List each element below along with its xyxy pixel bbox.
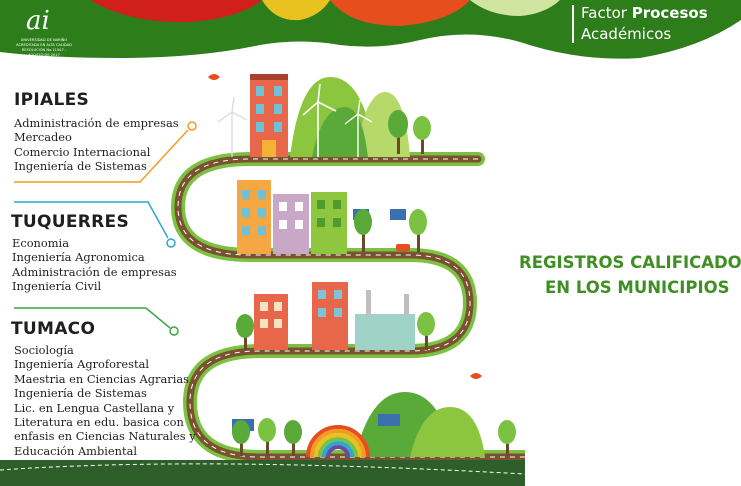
registros-title: REGISTROS CALIFICADOS EN LOS MUNICIPIOS <box>519 250 741 300</box>
lower-level-scene <box>236 282 435 350</box>
program-item: Ingeniería Civil <box>12 279 102 294</box>
logo-sub-line-3: RESOLUCIÓN No.11547 - AGOSTO DE 2017 <box>21 48 67 57</box>
university-logo: ai UNIVERSIDAD DE NARIÑO ACREDITADA EN A… <box>14 6 74 57</box>
tuquerres-leader <box>14 201 169 239</box>
registros-line-2: EN LOS MUNICIPIOS <box>545 278 730 297</box>
registros-clip: REGISTROS CALIFICADOS EN LOS MUNICIPIOS <box>519 250 741 310</box>
program-item: Mercadeo <box>14 130 72 145</box>
bottom-band <box>0 460 525 486</box>
program-item: Administración de empresas <box>12 264 177 279</box>
middle-level-scene <box>237 180 427 254</box>
program-item: Maestria en Ciencias Agrarias <box>14 371 190 386</box>
municipio-title-tumaco: TUMACO <box>11 319 96 339</box>
program-item: enfasis en Ciencias Naturales y <box>14 429 196 444</box>
logo-sub-line-1: UNIVERSIDAD DE NARIÑO <box>20 38 68 42</box>
header-background <box>0 0 741 59</box>
bottom-level-scene <box>232 373 516 458</box>
program-item: Literatura en edu. basica con <box>14 415 184 430</box>
factor-bold: Procesos <box>631 4 708 22</box>
logo-subtitle: UNIVERSIDAD DE NARIÑO ACREDITADA EN ALTA… <box>14 38 74 58</box>
tumaco-leader <box>14 307 171 329</box>
header-banner: ai UNIVERSIDAD DE NARIÑO ACREDITADA EN A… <box>0 0 741 62</box>
program-item: Comercio Internacional <box>14 144 151 159</box>
factor-line-1: Factor Procesos <box>581 4 708 22</box>
municipio-title-ipiales: IPIALES <box>14 90 90 110</box>
program-item: Ingeniería de Sistemas <box>14 386 147 401</box>
program-item: Educación Ambiental <box>14 443 137 458</box>
program-item: Administración de empresas <box>14 116 179 130</box>
top-level-scene <box>208 74 431 157</box>
factor-light: Factor <box>581 4 627 22</box>
program-list-tumaco: Sociología Ingeniería Agroforestal Maest… <box>14 343 196 458</box>
municipio-title-tuquerres: TUQUERRES <box>11 212 130 232</box>
factor-line-2: Académicos <box>581 25 672 43</box>
program-item: Ingeniería Agronomica <box>12 250 145 265</box>
program-list-tuquerres: Economia Ingeniería Agronomica Administr… <box>12 236 177 294</box>
program-item: Ingeniería de Sistemas <box>14 159 147 174</box>
program-item: Ingeniería Agroforestal <box>14 357 150 372</box>
program-item: Lic. en Lengua Castellana y <box>14 400 175 415</box>
program-item: Sociología <box>14 343 74 357</box>
registros-line-1: REGISTROS CALIFICADOS <box>519 253 741 272</box>
program-item: Economia <box>12 236 69 250</box>
factor-divider <box>572 5 574 43</box>
logo-sub-line-2: ACREDITADA EN ALTA CALIDAD <box>16 43 72 47</box>
logo-mark: ai <box>26 6 50 36</box>
ipiales-leader <box>14 129 189 183</box>
town-road-illustration <box>0 74 525 486</box>
program-list-ipiales: Administración de empresas Mercadeo Come… <box>14 116 179 174</box>
